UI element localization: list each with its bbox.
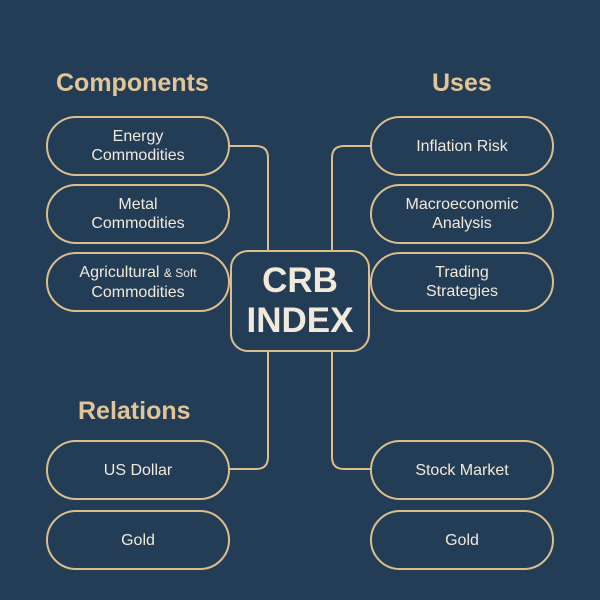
- node-label: Metal: [118, 196, 158, 213]
- node-label: Gold: [121, 531, 155, 549]
- node-label: Agricultural & Soft: [79, 263, 196, 283]
- node-agricultural-soft-commodities: Agricultural & Soft Commodities: [46, 252, 230, 312]
- connector-inflation: [331, 145, 371, 251]
- node-gold-right: Gold: [370, 510, 554, 570]
- node-label: Inflation Risk: [416, 137, 508, 155]
- node-label: Analysis: [432, 215, 492, 232]
- node-macroeconomic-analysis: Macroeconomic Analysis: [370, 184, 554, 244]
- node-label: US Dollar: [103, 461, 173, 479]
- uses-heading: Uses: [432, 69, 492, 97]
- node-energy-commodities: Energy Commodities: [46, 116, 230, 176]
- node-label: Commodities: [91, 147, 185, 164]
- node-label: Strategies: [425, 283, 499, 300]
- connector-us-dollar: [229, 351, 269, 470]
- components-heading: Components: [56, 69, 209, 97]
- center-label-line2: INDEX: [246, 301, 354, 340]
- node-label: Commodities: [91, 283, 185, 301]
- node-stock-market: Stock Market: [370, 440, 554, 500]
- center-node-crb-index: CRB INDEX: [230, 250, 370, 352]
- center-label-line1: CRB: [262, 261, 338, 300]
- node-label: Gold: [445, 531, 479, 549]
- node-gold-left: Gold: [46, 510, 230, 570]
- node-label: Stock Market: [415, 461, 509, 479]
- node-label: Commodities: [91, 215, 185, 232]
- connector-stock-market: [331, 351, 371, 470]
- node-label: Energy: [112, 128, 164, 145]
- node-inflation-risk: Inflation Risk: [370, 116, 554, 176]
- node-trading-strategies: Trading Strategies: [370, 252, 554, 312]
- node-label: Macroeconomic: [405, 196, 519, 213]
- node-label: Trading: [435, 264, 489, 281]
- relations-heading: Relations: [78, 397, 191, 425]
- node-metal-commodities: Metal Commodities: [46, 184, 230, 244]
- node-us-dollar: US Dollar: [46, 440, 230, 500]
- node-label-main: Agricultural: [79, 263, 160, 281]
- node-label-small: & Soft: [163, 265, 197, 280]
- connector-energy: [229, 145, 269, 251]
